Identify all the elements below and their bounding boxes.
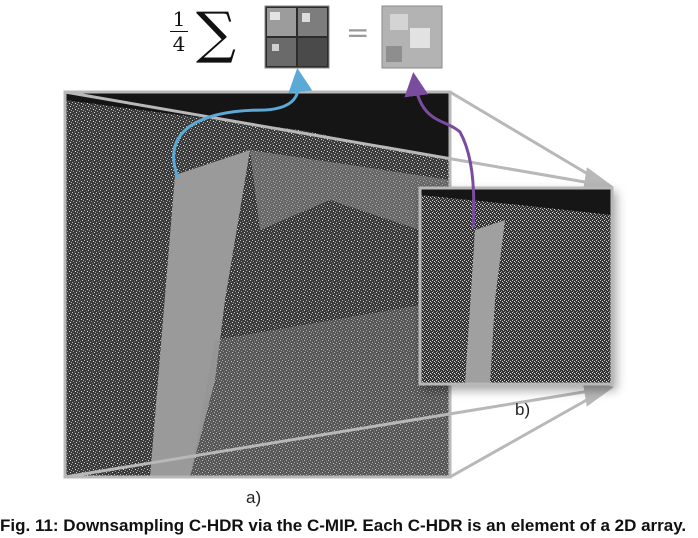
panel-a-road xyxy=(150,150,250,477)
projection-line-bottom-right xyxy=(449,386,609,479)
sum-symbol: ∑ xyxy=(196,1,236,66)
tile-averaged-block xyxy=(386,46,402,62)
tile-highlight xyxy=(270,12,280,20)
tile-highlight xyxy=(302,13,310,22)
tile-bottom-left xyxy=(267,38,296,66)
purple-arrow xyxy=(404,72,476,229)
fraction-bar xyxy=(170,31,188,32)
panel-b-frame xyxy=(418,186,614,386)
figure-caption: Fig. 11: Downsampling C-HDR via the C-MI… xyxy=(0,516,687,535)
projection-line-bottom-left xyxy=(64,377,614,479)
projection-line-top-right xyxy=(449,90,609,188)
panel-b-road xyxy=(465,220,505,384)
fraction-numerator: 1 xyxy=(172,7,186,31)
label-b: b) xyxy=(515,400,531,419)
label-a: a) xyxy=(246,488,262,507)
tile-bottom-right xyxy=(298,38,327,66)
equals-sign: = xyxy=(346,16,370,49)
panel-a-light-lower xyxy=(190,300,450,477)
blue-arrow xyxy=(172,68,313,179)
tile-averaged-block xyxy=(390,14,408,30)
panel-b-texture xyxy=(420,188,612,384)
tile-averaged xyxy=(381,5,443,69)
projection-line-top-left xyxy=(64,90,614,197)
panel-b-shadow xyxy=(420,188,612,215)
panel-b xyxy=(418,186,614,386)
tile-highlight xyxy=(272,44,279,51)
panel-a xyxy=(63,90,452,479)
fraction-denominator: 4 xyxy=(172,32,186,56)
tile-grid-2x2 xyxy=(264,5,330,69)
tile-averaged-block xyxy=(410,28,430,48)
fraction: 1 4 xyxy=(168,8,190,55)
panel-a-light-region xyxy=(250,150,450,240)
